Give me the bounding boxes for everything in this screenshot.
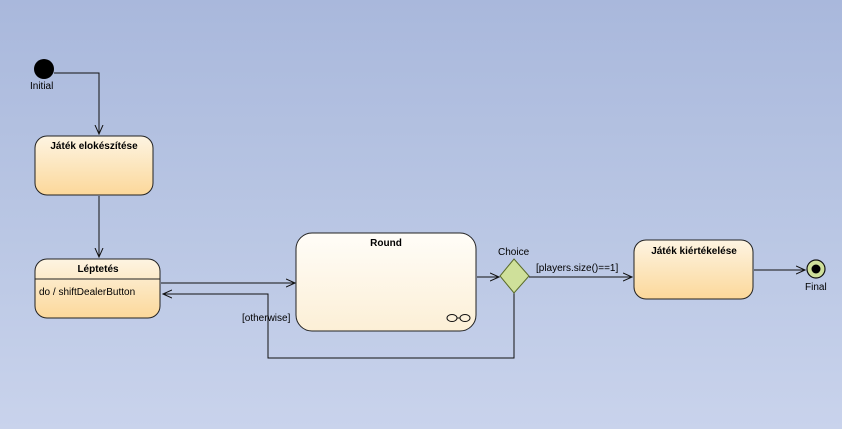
state-step-activity: do / shiftDealerButton — [39, 287, 135, 298]
final-label: Final — [805, 282, 827, 293]
state-evaluate[interactable]: Játék kiértékelése — [633, 239, 754, 300]
state-evaluate-title: Játék kiértékelése — [651, 246, 737, 257]
initial-node[interactable]: Initial — [30, 59, 54, 92]
filled-circle-icon — [34, 59, 54, 79]
state-step[interactable]: Léptetés do / shiftDealerButton — [34, 258, 161, 319]
diamond-icon — [499, 258, 530, 294]
choice-node[interactable]: Choice — [498, 247, 530, 294]
transition-initial-to-prepare[interactable] — [54, 72, 99, 134]
state-step-title: Léptetés — [77, 264, 119, 275]
state-prepare-title: Játék elokészítése — [50, 141, 138, 152]
state-round[interactable]: Round — [295, 232, 477, 332]
guard-players-size: [players.size()==1] — [536, 263, 618, 274]
choice-label: Choice — [498, 247, 530, 258]
transition-choice-to-step[interactable] — [163, 292, 515, 359]
bullseye-icon — [806, 259, 826, 279]
state-round-title: Round — [370, 238, 402, 249]
final-node[interactable]: Final — [805, 259, 827, 293]
composite-state-icon — [446, 314, 471, 322]
state-prepare[interactable]: Játék elokészítése — [34, 135, 154, 196]
guard-otherwise: [otherwise] — [242, 313, 291, 324]
initial-label: Initial — [30, 81, 53, 92]
transitions — [54, 72, 805, 359]
